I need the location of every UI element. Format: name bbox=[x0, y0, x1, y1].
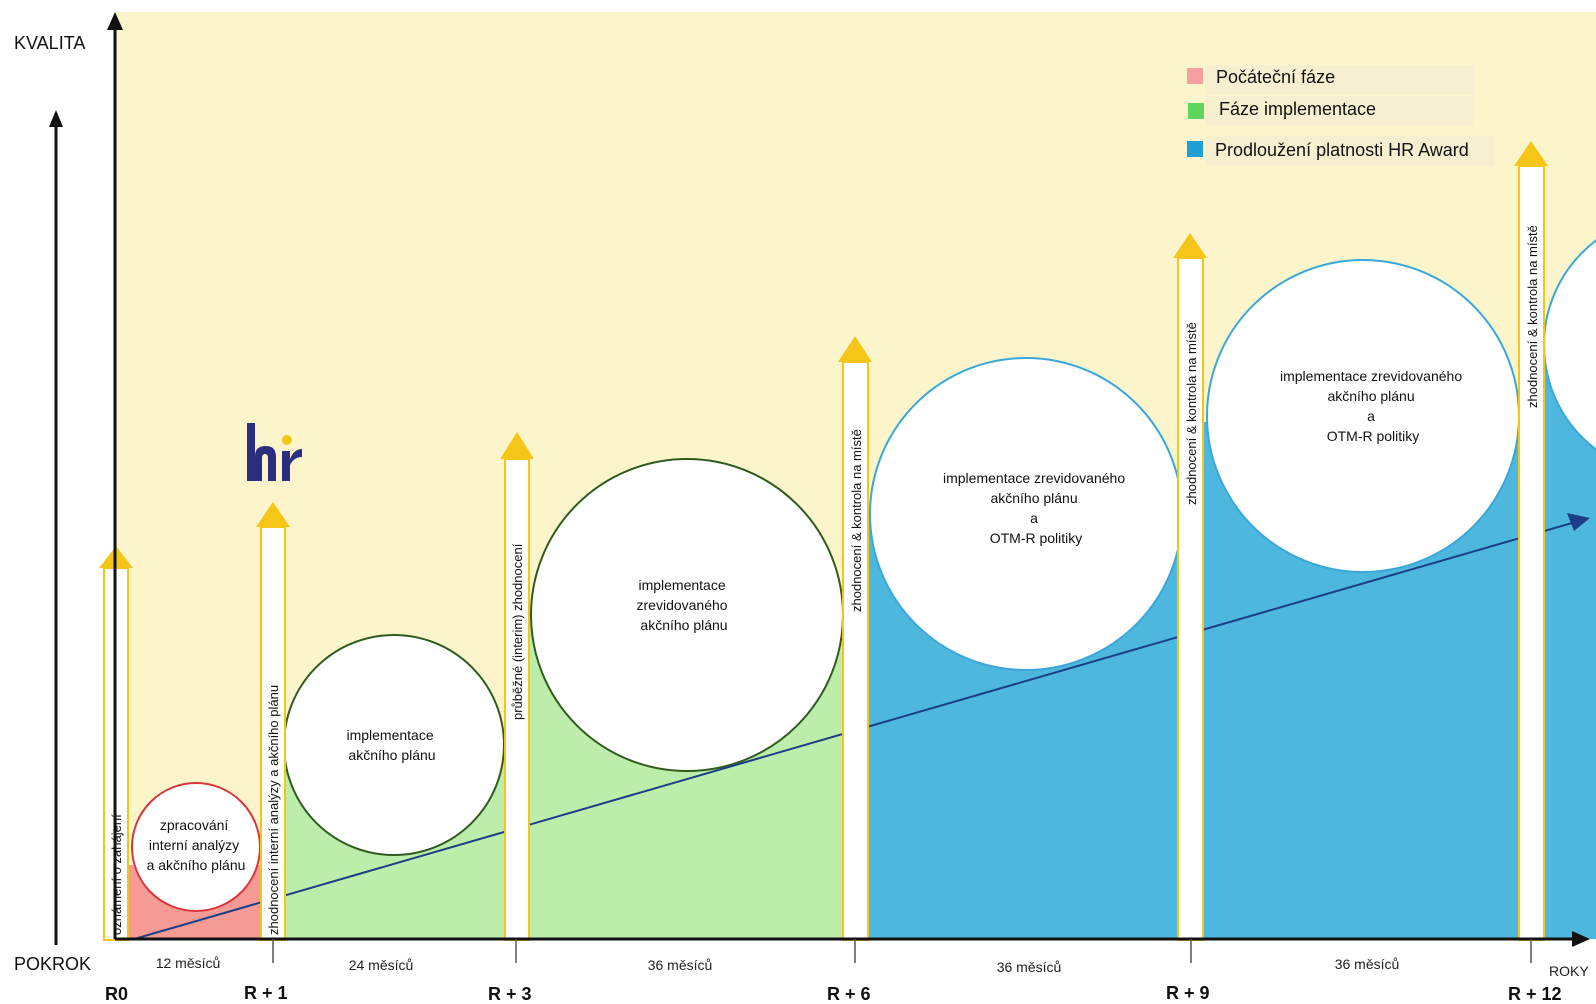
milestone-r3: R + 3 bbox=[488, 984, 532, 1004]
pillar-label-r3: průběžné (interim) zhodnocení bbox=[510, 543, 525, 720]
origin-label: POKROK bbox=[14, 954, 91, 974]
duration-3: 36 měsíců bbox=[648, 957, 713, 973]
pillar-label-r12: zhodnocení & kontrola na místě bbox=[1525, 225, 1540, 408]
milestone-r12: R + 12 bbox=[1508, 984, 1562, 1004]
hr-logo bbox=[247, 423, 302, 481]
circle-label-renewal-1: implementace zrevidovaného akčního plánu… bbox=[943, 470, 1129, 546]
circle-label-implementation-1: implementace akčního plánu bbox=[346, 727, 437, 763]
progress-arrow-head bbox=[49, 110, 63, 127]
legend-label-renewal: Prodloužení platnosti HR Award bbox=[1215, 140, 1469, 160]
x-axis-label: ROKY bbox=[1549, 963, 1589, 979]
y-axis-label: KVALITA bbox=[14, 33, 85, 53]
legend-swatch-renewal bbox=[1187, 141, 1203, 157]
milestone-ticks bbox=[272, 939, 1532, 963]
circle-implementation-2 bbox=[530, 458, 844, 772]
duration-2: 24 měsíců bbox=[349, 957, 414, 973]
duration-5: 36 měsíců bbox=[1335, 956, 1400, 972]
legend-swatch-implementation bbox=[1188, 103, 1204, 119]
y-axis-arrowhead bbox=[107, 12, 123, 30]
pillar-label-r9: zhodnocení & kontrola na místě bbox=[1184, 322, 1199, 505]
circle-label-renewal-2: implementace zrevidovaného akčního plánu… bbox=[1280, 368, 1466, 444]
legend-label-initial: Počáteční fáze bbox=[1216, 67, 1335, 87]
circle-implementation-1 bbox=[283, 634, 505, 856]
circle-renewal-1 bbox=[869, 357, 1183, 671]
milestone-r0: R0 bbox=[105, 984, 128, 1004]
legend-label-implementation: Fáze implementace bbox=[1219, 99, 1376, 119]
pillar-label-r6: zhodnocení & kontrola na místě bbox=[849, 429, 864, 612]
milestone-r9: R + 9 bbox=[1166, 983, 1210, 1003]
circle-renewal-2 bbox=[1206, 259, 1520, 573]
duration-4: 36 měsíců bbox=[997, 959, 1062, 975]
milestone-r6: R + 6 bbox=[827, 984, 871, 1004]
circle-label-initial: zpracování interní analýzy a akčního plá… bbox=[147, 817, 246, 873]
x-axis-arrowhead bbox=[1572, 931, 1590, 947]
legend-swatch-initial bbox=[1187, 68, 1203, 84]
duration-1: 12 měsíců bbox=[156, 955, 221, 971]
pillar-label-r1: zhodnocení interní analýzy a akčního plá… bbox=[266, 685, 281, 935]
circle-label-implementation-2: implementace zrevidovaného akčního plánu bbox=[637, 577, 732, 633]
legend: Počáteční fáze Fáze implementace Prodlou… bbox=[1187, 65, 1494, 166]
milestone-r1: R + 1 bbox=[244, 983, 288, 1003]
trend-line-arrowhead bbox=[1567, 513, 1590, 531]
